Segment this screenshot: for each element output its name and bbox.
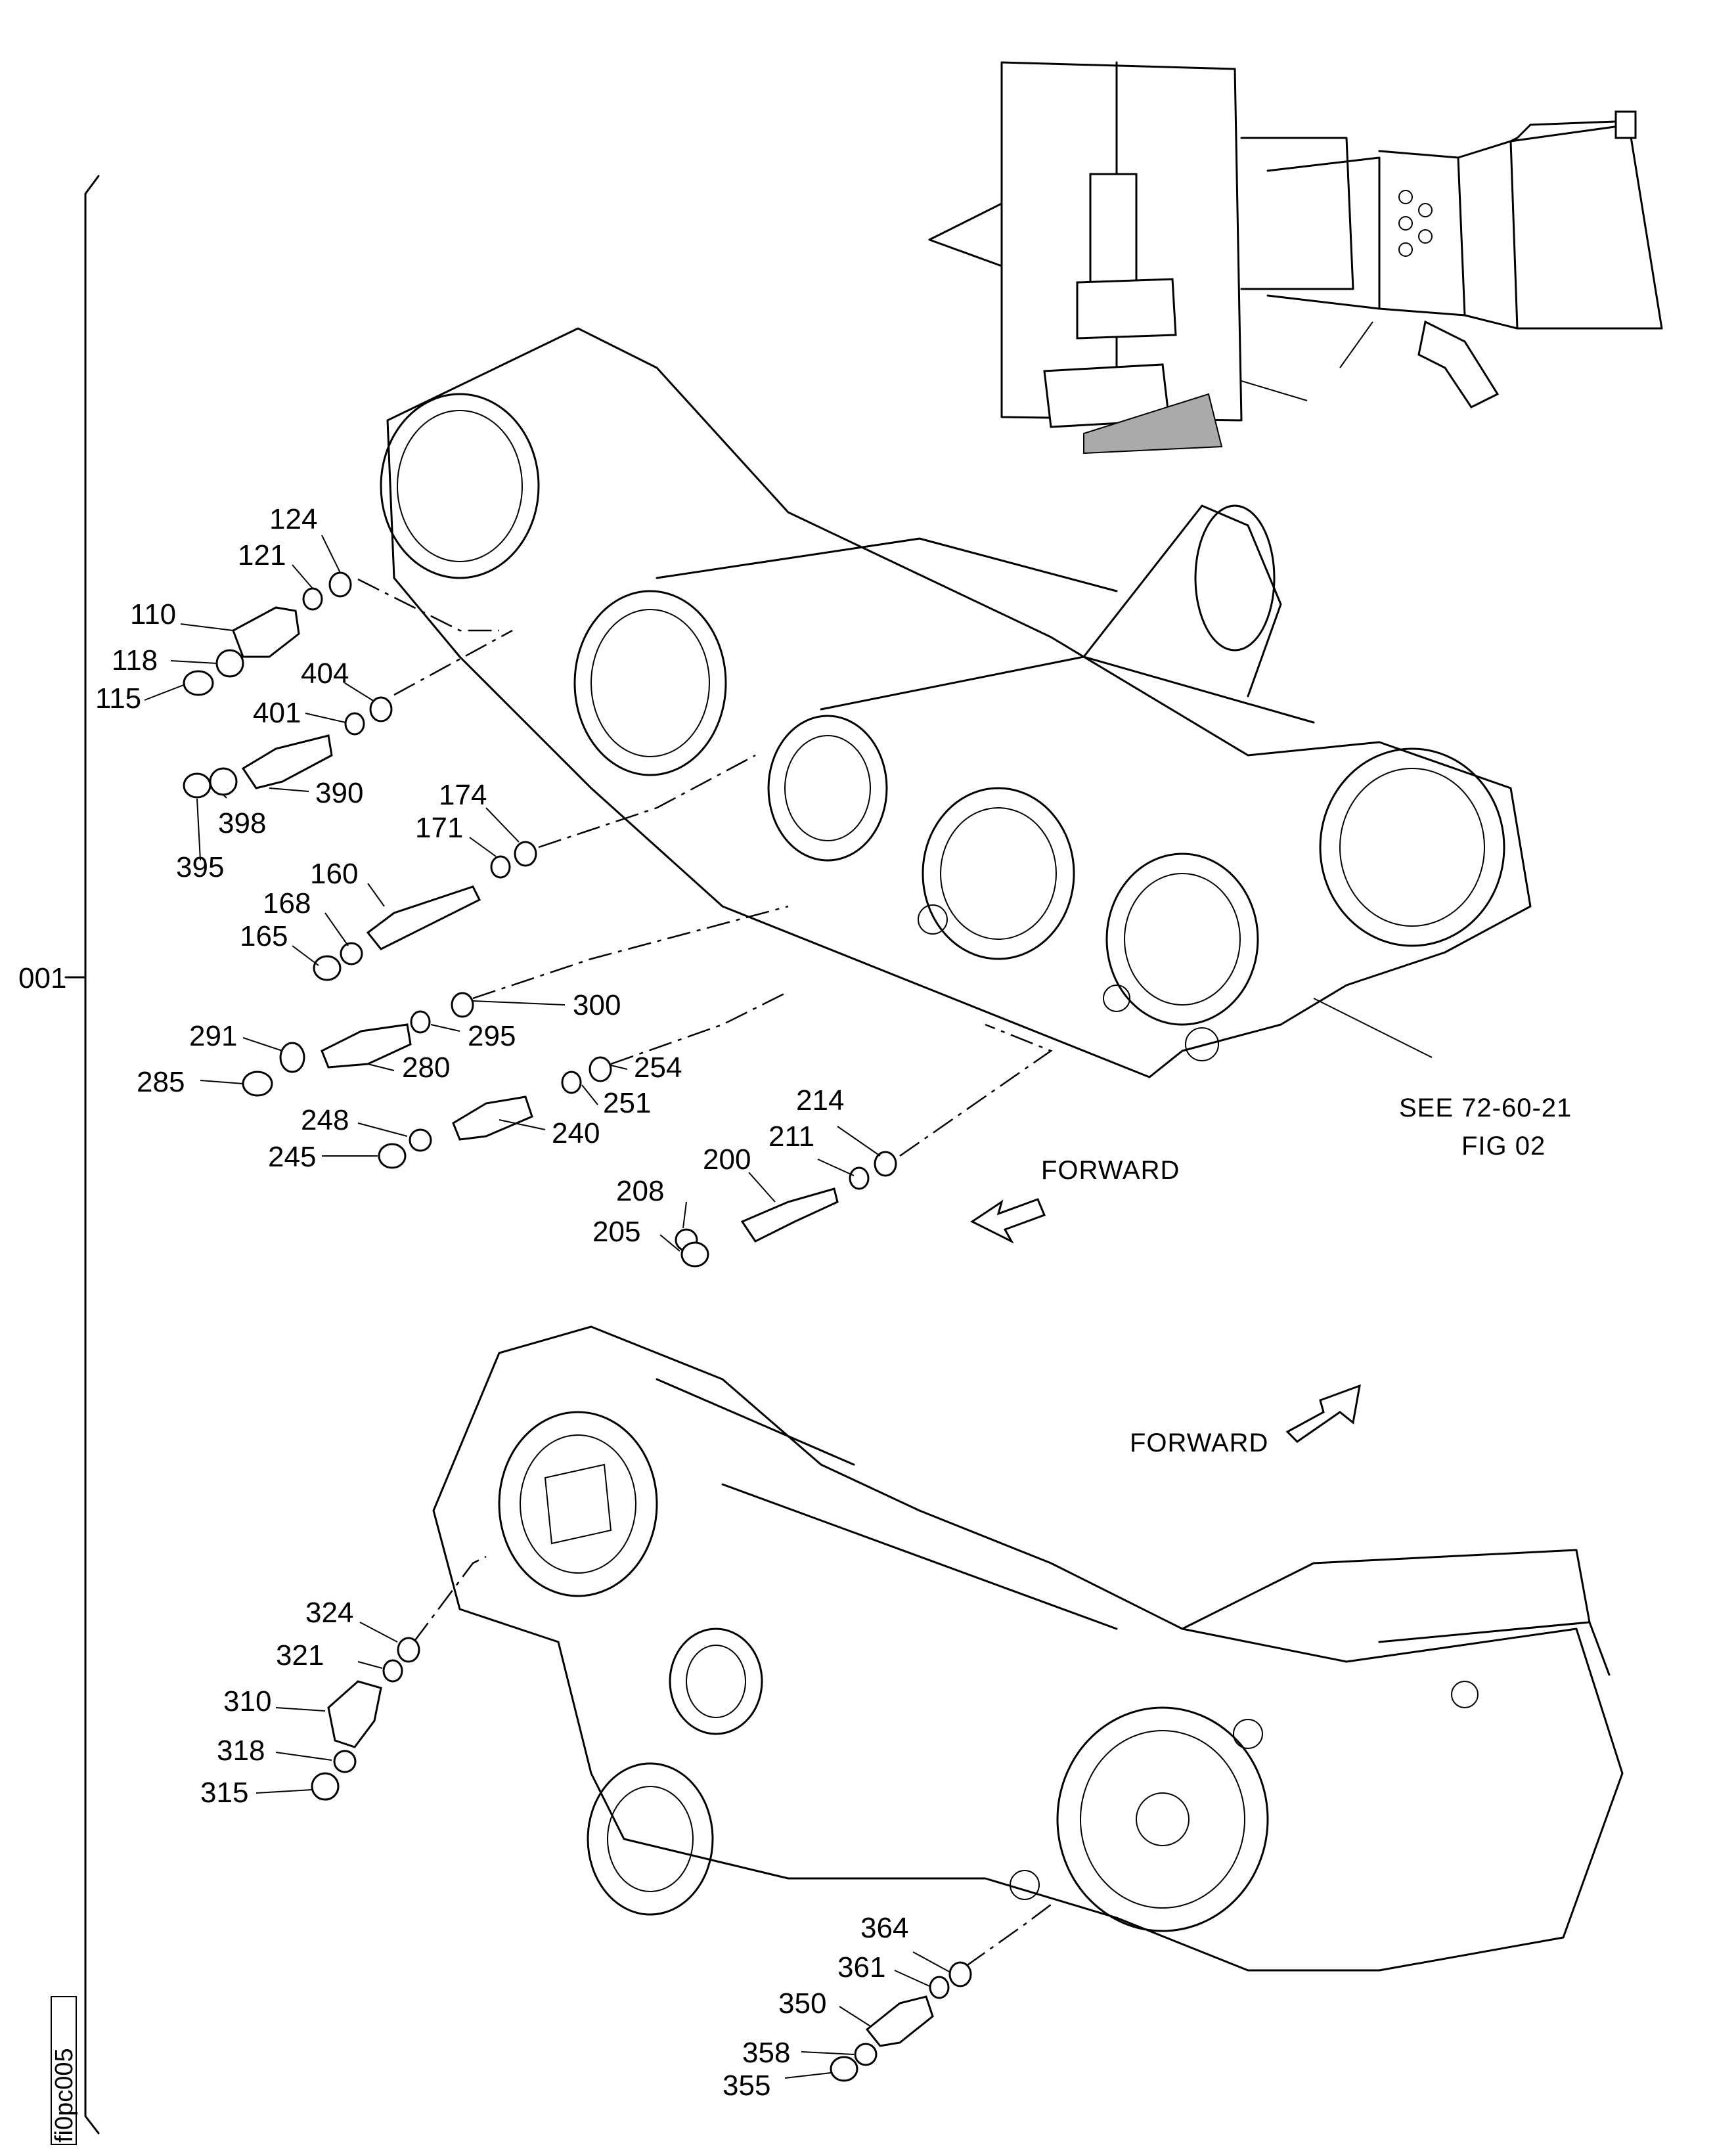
group-bracket: 001 fi0pc005 <box>18 175 100 2145</box>
upper-callouts: 124 121 110 118 115 404 401 390 398 395 … <box>95 503 844 1248</box>
callout-208: 208 <box>616 1175 664 1207</box>
callout-300: 300 <box>573 989 621 1021</box>
callout-318: 318 <box>217 1735 265 1767</box>
callout-211: 211 <box>768 1120 814 1153</box>
callout-174: 174 <box>439 779 487 811</box>
callout-398: 398 <box>218 807 266 839</box>
callout-121: 121 <box>238 539 286 571</box>
upper-gearbox-housing <box>380 327 1532 1078</box>
lower-forward-label: FORWARD <box>1130 1429 1268 1457</box>
callout-115: 115 <box>95 682 141 715</box>
upper-parts <box>183 571 1053 1268</box>
callout-280: 280 <box>402 1052 450 1084</box>
callout-364: 364 <box>860 1912 908 1944</box>
lower-gearbox-housing <box>432 1325 1624 1972</box>
lower-callouts: 324 321 310 318 315 364 361 350 358 355 <box>200 1597 908 2102</box>
see-reference: SEE 72-60-21 <box>1399 1094 1572 1122</box>
lower-leaders <box>256 1622 950 2079</box>
callout-390: 390 <box>315 777 363 809</box>
upper-forward-label: FORWARD <box>1041 1156 1180 1185</box>
figure-id: fi0pc005 <box>51 2048 78 2142</box>
reference-note: SEE 72-60-21 FIG 02 <box>1399 1094 1572 1161</box>
callout-395: 395 <box>176 851 224 883</box>
callout-205: 205 <box>592 1216 640 1248</box>
callout-118: 118 <box>112 644 158 676</box>
callout-310: 310 <box>223 1685 271 1717</box>
lower-parts <box>311 1555 1052 2082</box>
callout-240: 240 <box>552 1117 600 1149</box>
callout-245: 245 <box>268 1141 316 1173</box>
callout-324: 324 <box>305 1597 353 1629</box>
callout-291: 291 <box>189 1020 237 1052</box>
callout-321: 321 <box>276 1639 324 1672</box>
callout-361: 361 <box>837 1951 885 1983</box>
callout-160: 160 <box>310 858 358 890</box>
lower-forward-arrow: FORWARD <box>1130 1384 1361 1457</box>
callout-214: 214 <box>796 1084 844 1117</box>
callout-248: 248 <box>301 1104 349 1136</box>
callout-200: 200 <box>703 1143 751 1176</box>
callout-355: 355 <box>723 2070 770 2102</box>
callout-165: 165 <box>240 920 288 952</box>
fig-reference: FIG 02 <box>1461 1132 1546 1161</box>
upper-leaders <box>144 535 881 1252</box>
callout-168: 168 <box>263 887 311 919</box>
engine-locator-inset <box>928 61 1663 454</box>
callout-295: 295 <box>468 1020 516 1052</box>
callout-110: 110 <box>130 598 176 631</box>
upper-forward-arrow: FORWARD <box>970 1156 1180 1244</box>
callout-358: 358 <box>742 2037 790 2069</box>
callout-404: 404 <box>301 657 349 690</box>
callout-315: 315 <box>200 1777 248 1809</box>
callout-401: 401 <box>253 697 301 729</box>
callout-251: 251 <box>603 1087 651 1119</box>
callout-171: 171 <box>415 812 463 844</box>
group-label: 001 <box>18 962 66 994</box>
callout-285: 285 <box>137 1066 185 1098</box>
callout-254: 254 <box>634 1052 682 1084</box>
callout-124: 124 <box>269 503 317 535</box>
callout-350: 350 <box>778 1987 826 2020</box>
